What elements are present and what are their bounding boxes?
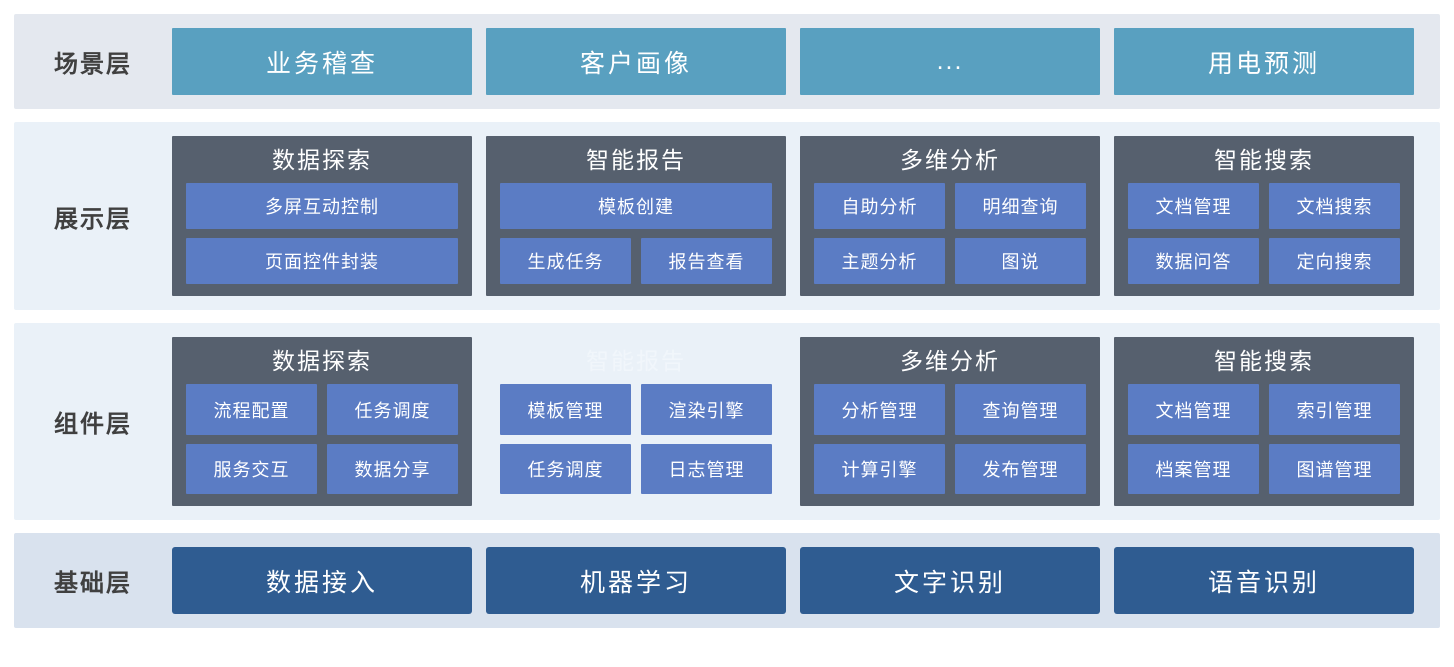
tile[interactable]: 定向搜索: [1269, 238, 1400, 284]
component-group-multidim-analysis[interactable]: 多维分析 分析管理 查询管理 计算引擎 发布管理: [800, 337, 1100, 506]
tile-line: 任务调度 日志管理: [500, 443, 772, 494]
presentation-group-multidim-analysis[interactable]: 多维分析 自助分析 明细查询 主题分析 图说: [800, 136, 1100, 296]
tile[interactable]: 索引管理: [1269, 384, 1400, 435]
tile[interactable]: 数据问答: [1128, 238, 1259, 284]
tile[interactable]: 模板创建: [500, 183, 772, 230]
layer-content-scenario: 业务稽查 客户画像 ... 用电预测: [172, 14, 1440, 109]
layer-label-presentation: 展示层: [54, 205, 132, 233]
tile[interactable]: 文档管理: [1128, 384, 1259, 435]
presentation-group-smart-search[interactable]: 智能搜索 文档管理 文档搜索 数据问答 定向搜索: [1114, 136, 1414, 296]
layer-label-foundation: 基础层: [54, 570, 132, 597]
tile[interactable]: 自助分析: [814, 183, 945, 230]
foundation-card-2[interactable]: 机器学习: [486, 547, 786, 614]
layer-row-foundation: 基础层 数据接入 机器学习 文字识别 语音识别: [14, 533, 1440, 628]
tile[interactable]: 查询管理: [955, 384, 1086, 435]
group-title: 数据探索: [272, 348, 372, 374]
tile-grid: 分析管理 查询管理 计算引擎 发布管理: [814, 384, 1086, 494]
tile[interactable]: 流程配置: [186, 384, 317, 435]
tile[interactable]: 多屏互动控制: [186, 183, 458, 230]
presentation-group-data-exploration[interactable]: 数据探索 多屏互动控制 页面控件封装: [172, 136, 472, 296]
layer-content-component: 数据探索 流程配置 任务调度 服务交互 数据分享 智能报告 模板管理: [172, 323, 1440, 520]
layer-label-scenario: 场景层: [54, 51, 132, 78]
tile[interactable]: 渲染引擎: [641, 384, 772, 435]
tile[interactable]: 日志管理: [641, 443, 772, 494]
tile-line: 模板创建: [500, 183, 772, 230]
layer-content-presentation: 数据探索 多屏互动控制 页面控件封装 智能报告 模板创建: [172, 122, 1440, 310]
group-title: 智能搜索: [1214, 348, 1314, 374]
tile[interactable]: 明细查询: [955, 183, 1086, 230]
group-title: 数据探索: [272, 147, 372, 173]
layer-row-presentation: 展示层 数据探索 多屏互动控制 页面控件封装 智能报告 模板创建: [14, 122, 1440, 310]
tile-line: 多屏互动控制: [186, 183, 458, 230]
scenario-card-4[interactable]: 用电预测: [1114, 28, 1414, 95]
tile-line: 文档管理 文档搜索: [1128, 183, 1400, 230]
tile[interactable]: 发布管理: [955, 443, 1086, 494]
tile[interactable]: 图说: [955, 238, 1086, 284]
group-title: 智能搜索: [1214, 147, 1314, 173]
tile[interactable]: 生成任务: [500, 238, 631, 284]
tile[interactable]: 计算引擎: [814, 443, 945, 494]
tile[interactable]: 主题分析: [814, 238, 945, 284]
tile-grid: 模板管理 渲染引擎 任务调度 日志管理: [500, 384, 772, 494]
tile-line: 生成任务 报告查看: [500, 238, 772, 284]
group-title: 智能报告: [586, 147, 686, 173]
tile-line: 页面控件封装: [186, 238, 458, 284]
foundation-card-4[interactable]: 语音识别: [1114, 547, 1414, 614]
tile[interactable]: 任务调度: [327, 384, 458, 435]
tile-line: 主题分析 图说: [814, 238, 1086, 284]
group-title: 多维分析: [900, 348, 1000, 374]
component-group-data-exploration[interactable]: 数据探索 流程配置 任务调度 服务交互 数据分享: [172, 337, 472, 506]
group-title: 智能报告: [586, 348, 686, 374]
layer-row-component: 组件层 数据探索 流程配置 任务调度 服务交互 数据分享 智能报告: [14, 323, 1440, 520]
tile-line: 档案管理 图谱管理: [1128, 443, 1400, 494]
presentation-group-smart-report[interactable]: 智能报告 模板创建 生成任务 报告查看: [486, 136, 786, 296]
tile[interactable]: 任务调度: [500, 443, 631, 494]
group-title: 多维分析: [900, 147, 1000, 173]
tile[interactable]: 文档搜索: [1269, 183, 1400, 230]
tile-line: 数据问答 定向搜索: [1128, 238, 1400, 284]
tile-line: 分析管理 查询管理: [814, 384, 1086, 435]
tile-grid: 自助分析 明细查询 主题分析 图说: [814, 183, 1086, 284]
tile[interactable]: 页面控件封装: [186, 238, 458, 284]
scenario-card-2[interactable]: 客户画像: [486, 28, 786, 95]
tile[interactable]: 模板管理: [500, 384, 631, 435]
tile-grid: 文档管理 索引管理 档案管理 图谱管理: [1128, 384, 1400, 494]
tile[interactable]: 数据分享: [327, 443, 458, 494]
tile[interactable]: 服务交互: [186, 443, 317, 494]
tile[interactable]: 分析管理: [814, 384, 945, 435]
tile[interactable]: 文档管理: [1128, 183, 1259, 230]
tile-line: 流程配置 任务调度: [186, 384, 458, 435]
tile-grid: 模板创建 生成任务 报告查看: [500, 183, 772, 284]
component-group-smart-report[interactable]: 智能报告 模板管理 渲染引擎 任务调度 日志管理: [486, 337, 786, 506]
layer-label-component: 组件层: [54, 411, 132, 438]
tile-grid: 流程配置 任务调度 服务交互 数据分享: [186, 384, 458, 494]
tile-grid: 文档管理 文档搜索 数据问答 定向搜索: [1128, 183, 1400, 284]
scenario-card-more[interactable]: ...: [800, 28, 1100, 95]
tile-line: 服务交互 数据分享: [186, 443, 458, 494]
tile-line: 计算引擎 发布管理: [814, 443, 1086, 494]
scenario-card-1[interactable]: 业务稽查: [172, 28, 472, 95]
tile-line: 文档管理 索引管理: [1128, 384, 1400, 435]
tile[interactable]: 报告查看: [641, 238, 772, 284]
tile-line: 模板管理 渲染引擎: [500, 384, 772, 435]
component-group-smart-search[interactable]: 智能搜索 文档管理 索引管理 档案管理 图谱管理: [1114, 337, 1414, 506]
foundation-card-3[interactable]: 文字识别: [800, 547, 1100, 614]
foundation-card-1[interactable]: 数据接入: [172, 547, 472, 614]
tile[interactable]: 图谱管理: [1269, 443, 1400, 494]
layer-row-scenario: 场景层 业务稽查 客户画像 ... 用电预测: [14, 14, 1440, 109]
tile[interactable]: 档案管理: [1128, 443, 1259, 494]
tile-line: 自助分析 明细查询: [814, 183, 1086, 230]
tile-grid: 多屏互动控制 页面控件封装: [186, 183, 458, 284]
layer-content-foundation: 数据接入 机器学习 文字识别 语音识别: [172, 533, 1440, 628]
